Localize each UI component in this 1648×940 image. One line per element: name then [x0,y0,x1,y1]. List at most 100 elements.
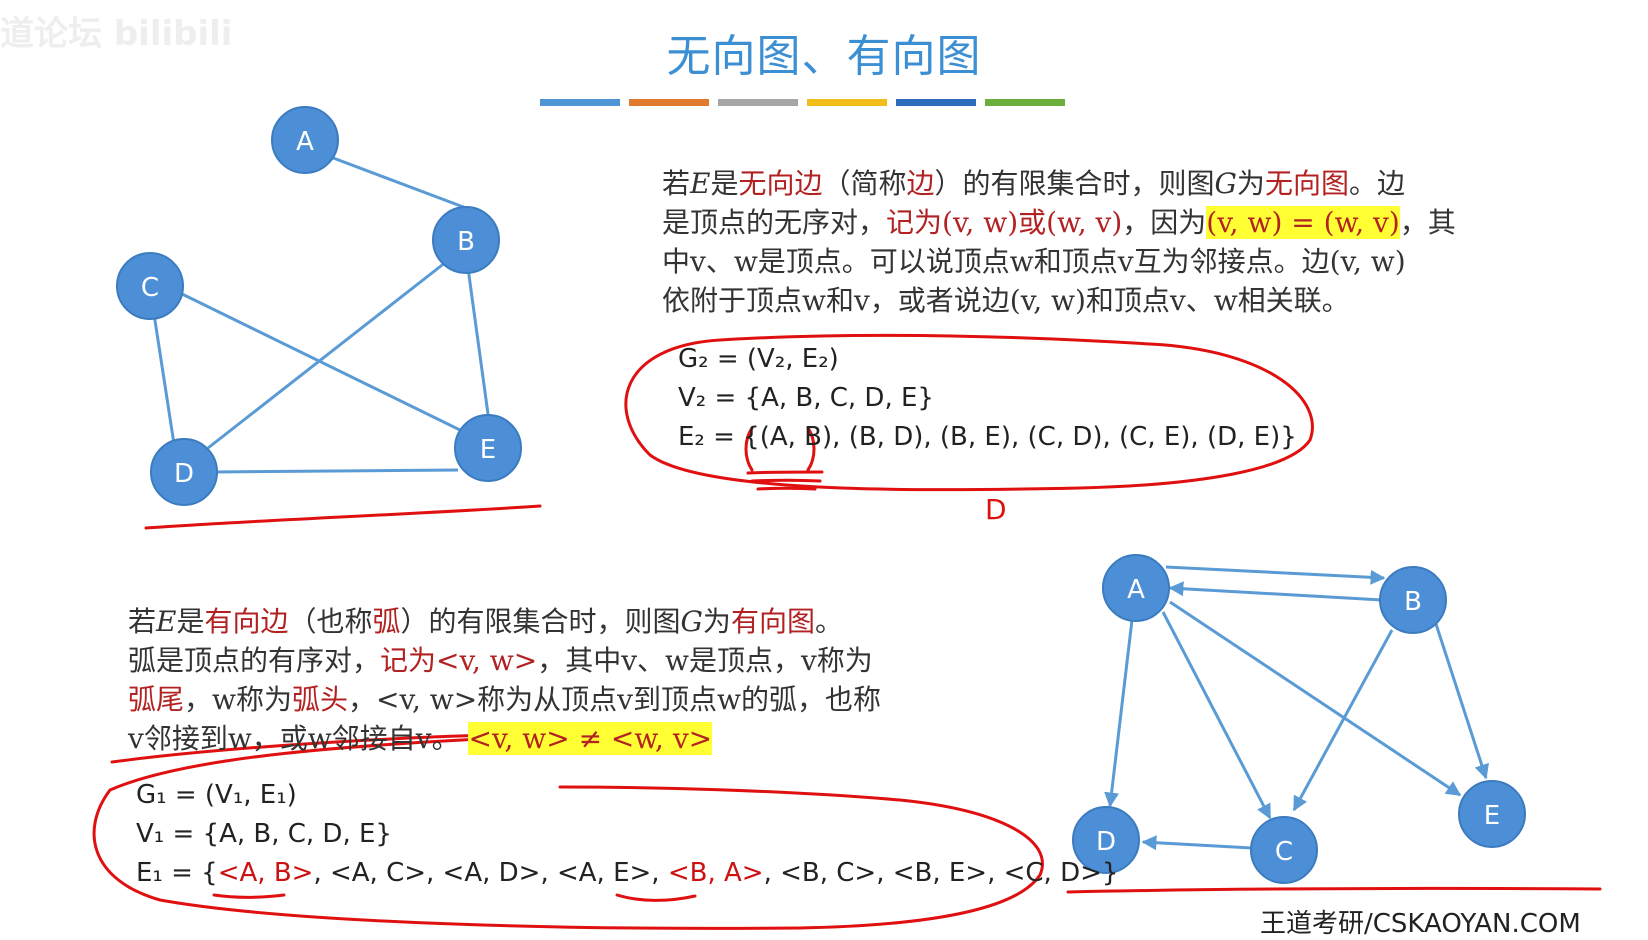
u-node-label-A: A [296,127,314,157]
text: E₁ = { [136,858,218,888]
title-bar-1 [540,99,620,106]
u-node-label-E: E [480,435,496,465]
undirected-line-1: 若E是无向边（简称边）的有限集合时，则图G为无向图。边 [662,164,1562,203]
text: ）的有限集合时，则图 [400,605,681,638]
text: E [156,605,177,638]
u-node-D: D [150,438,218,506]
undirected-line-4: 依附于顶点w和v，或者说边(v, w)和顶点v、w相关联。 [662,284,1350,317]
arc-AB: <A, B> [217,858,314,888]
text: ，其中v、w是顶点，v称为 [537,644,873,677]
text: 是 [176,605,205,638]
d-node-A: A [1102,554,1170,622]
directed-formula: G₁ = (V₁, E₁) V₁ = {A, B, C, D, E} E₁ = … [136,776,1118,893]
u-edge-C-E [179,291,461,432]
u-edge-B-D [207,260,447,450]
undirected-formula: G₂ = (V₂, E₂) V₂ = {A, B, C, D, E} E₂ = … [678,340,1297,457]
d-arc-A-B [1165,565,1386,585]
term-arc: 弧 [372,605,401,638]
d-node-label-A: A [1127,575,1145,605]
term-edge: 边 [906,167,935,200]
text: 。边 [1348,167,1405,200]
d-arc-A-E [1169,600,1462,797]
u-node-label-C: C [141,273,159,303]
highlight-equality: (v, w) = (w, v) [1206,206,1400,239]
u-node-C: C [116,252,184,320]
undirected-line-3: 中v、w是顶点。可以说顶点w和顶点v互为邻接点。边(v, w) [662,245,1406,278]
title-bar-2 [629,99,709,106]
u-node-label-B: B [457,227,475,257]
term-directed-graph: 有向图 [730,605,815,638]
d-arc-C-D [1141,835,1253,851]
d-arc-A-C [1161,611,1272,820]
text: 是顶点的无序对， [662,206,887,239]
title-bar-4 [807,99,887,106]
footer-brand: 王道考研/CSKAOYAN.COM [1260,909,1581,939]
text: 为 [1236,167,1265,200]
text: 为 [702,605,731,638]
u-node-label-D: D [174,459,194,489]
undirected-paragraph: 若E是无向边（简称边）的有限集合时，则图G为无向图。边 是顶点的无序对，记为(v… [662,164,1562,320]
d-node-B: B [1379,566,1447,634]
d-arc-A-D [1104,619,1134,808]
notation-arc: 记为<v, w> [380,644,538,677]
formula-G2: G₂ = (V₂, E₂) [678,344,839,374]
formula-E2: E₂ = {(A, B), (B, D), (B, E), (C, D), (C… [678,418,1297,457]
notation-edge: 记为(v, w)或(w, v) [886,206,1123,239]
u-node-A: A [271,106,339,174]
text: 。 [814,605,843,638]
text: ）的有限集合时，则图 [934,167,1215,200]
bracket-close-AB [806,426,816,472]
formula-V2: V₂ = {A, B, C, D, E} [678,383,934,413]
term-undirected-graph: 无向图 [1264,167,1349,200]
d-node-label-C: C [1275,837,1293,867]
text: , <A, C>, <A, D>, <A, E>, [313,858,668,888]
bracket-open-AB [744,426,754,472]
underline-undirected-graph [144,504,542,530]
formula-G1: G₁ = (V₁, E₁) [136,780,297,810]
title-bar-6 [985,99,1065,106]
text: （也称 [288,605,373,638]
text: G [1214,167,1237,200]
text: ，其 [1399,206,1456,239]
d-node-label-D: D [1096,827,1116,857]
text: （简称 [822,167,907,200]
underline-AB-3 [756,486,817,491]
text: 弧是顶点的有序对， [128,644,381,677]
title-bar-5 [896,99,976,106]
annotation-D: D [985,493,1007,526]
text: E₂ = { [678,422,760,452]
term-arc-head: 弧头 [291,683,348,716]
watermark: 道论坛 bilibili [0,14,233,54]
formula-V1: V₁ = {A, B, C, D, E} [136,819,392,849]
underline-AB-1 [746,470,824,475]
text: ，因为 [1122,206,1207,239]
text: G [680,605,703,638]
u-node-E: E [454,414,522,482]
text: ，w称为 [184,683,292,716]
d-arc-B-A [1168,581,1383,602]
text: , (B, D), (B, E), (C, D), (C, E), (D, E)… [832,422,1297,452]
undirected-line-2: 是顶点的无序对，记为(v, w)或(w, v)，因为(v, w) = (w, v… [662,203,1562,242]
title-color-bars [540,99,1065,106]
u-edge-A-B [311,148,467,210]
arc-BA: <B, A> [667,858,764,888]
directed-graph: A B C D E [1072,554,1526,884]
text: , <B, C>, <B, E>, <C, D>} [763,858,1119,888]
directed-line-3: 弧尾，w称为弧头，<v, w>称为从顶点v到顶点w的弧，也称 [128,680,1028,719]
circle-directed-formula [92,735,1044,930]
text: E [690,167,711,200]
directed-paragraph: 若E是有向边（也称弧）的有限集合时，则图G为有向图。 弧是顶点的有序对，记为<v… [128,602,1028,758]
formula-E1: E₁ = {<A, B>, <A, C>, <A, D>, <A, E>, <B… [136,854,1118,893]
term-directed-edge: 有向边 [204,605,289,638]
directed-line-4: v邻接到w，或w邻接自v。 <v, w> ≠ <w, v> [128,719,1028,758]
highlight-inequality: <v, w> ≠ <w, v> [468,722,713,755]
text: v邻接到w，或w邻接自v。 [128,722,469,755]
u-edge-B-E [466,267,490,415]
underline-BA-arc [615,893,697,902]
d-arc-B-C [1292,629,1394,812]
directed-line-1: 若E是有向边（也称弧）的有限集合时，则图G为有向图。 [128,602,1028,641]
underline-AB-arc [212,893,286,899]
u-node-B: B [432,206,500,274]
